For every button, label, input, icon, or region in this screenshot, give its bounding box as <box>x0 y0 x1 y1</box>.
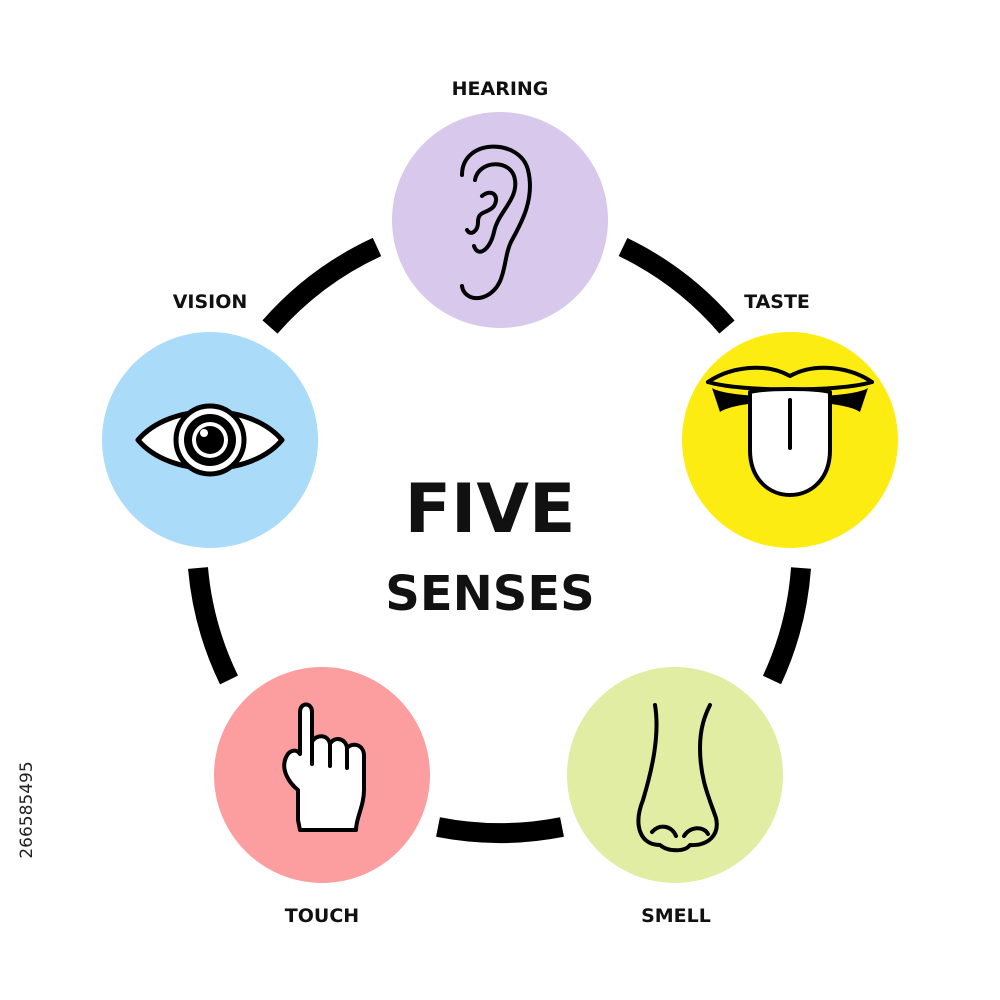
connector-smell-touch <box>436 817 564 843</box>
label-smell: SMELL <box>641 905 711 927</box>
nose-icon <box>636 703 719 853</box>
smell-circle <box>567 667 783 883</box>
label-vision: VISION <box>173 291 248 313</box>
connector-ring <box>188 237 811 843</box>
label-hearing: HEARING <box>452 78 549 100</box>
connector-taste-smell <box>762 567 811 685</box>
title-line-2: SENSES <box>385 566 594 622</box>
pointing-hand-icon <box>282 702 366 832</box>
title-line-1: FIVE <box>405 470 576 549</box>
stock-image-id: 266585495 <box>17 761 37 858</box>
connector-hearing-taste <box>618 237 735 334</box>
tongue-icon <box>706 365 874 497</box>
eye-icon <box>135 403 285 477</box>
label-taste: TASTE <box>744 291 810 313</box>
connector-vision-hearing <box>262 237 382 334</box>
ear-icon <box>460 144 532 301</box>
connector-touch-vision <box>188 567 239 685</box>
label-touch: TOUCH <box>285 905 359 927</box>
